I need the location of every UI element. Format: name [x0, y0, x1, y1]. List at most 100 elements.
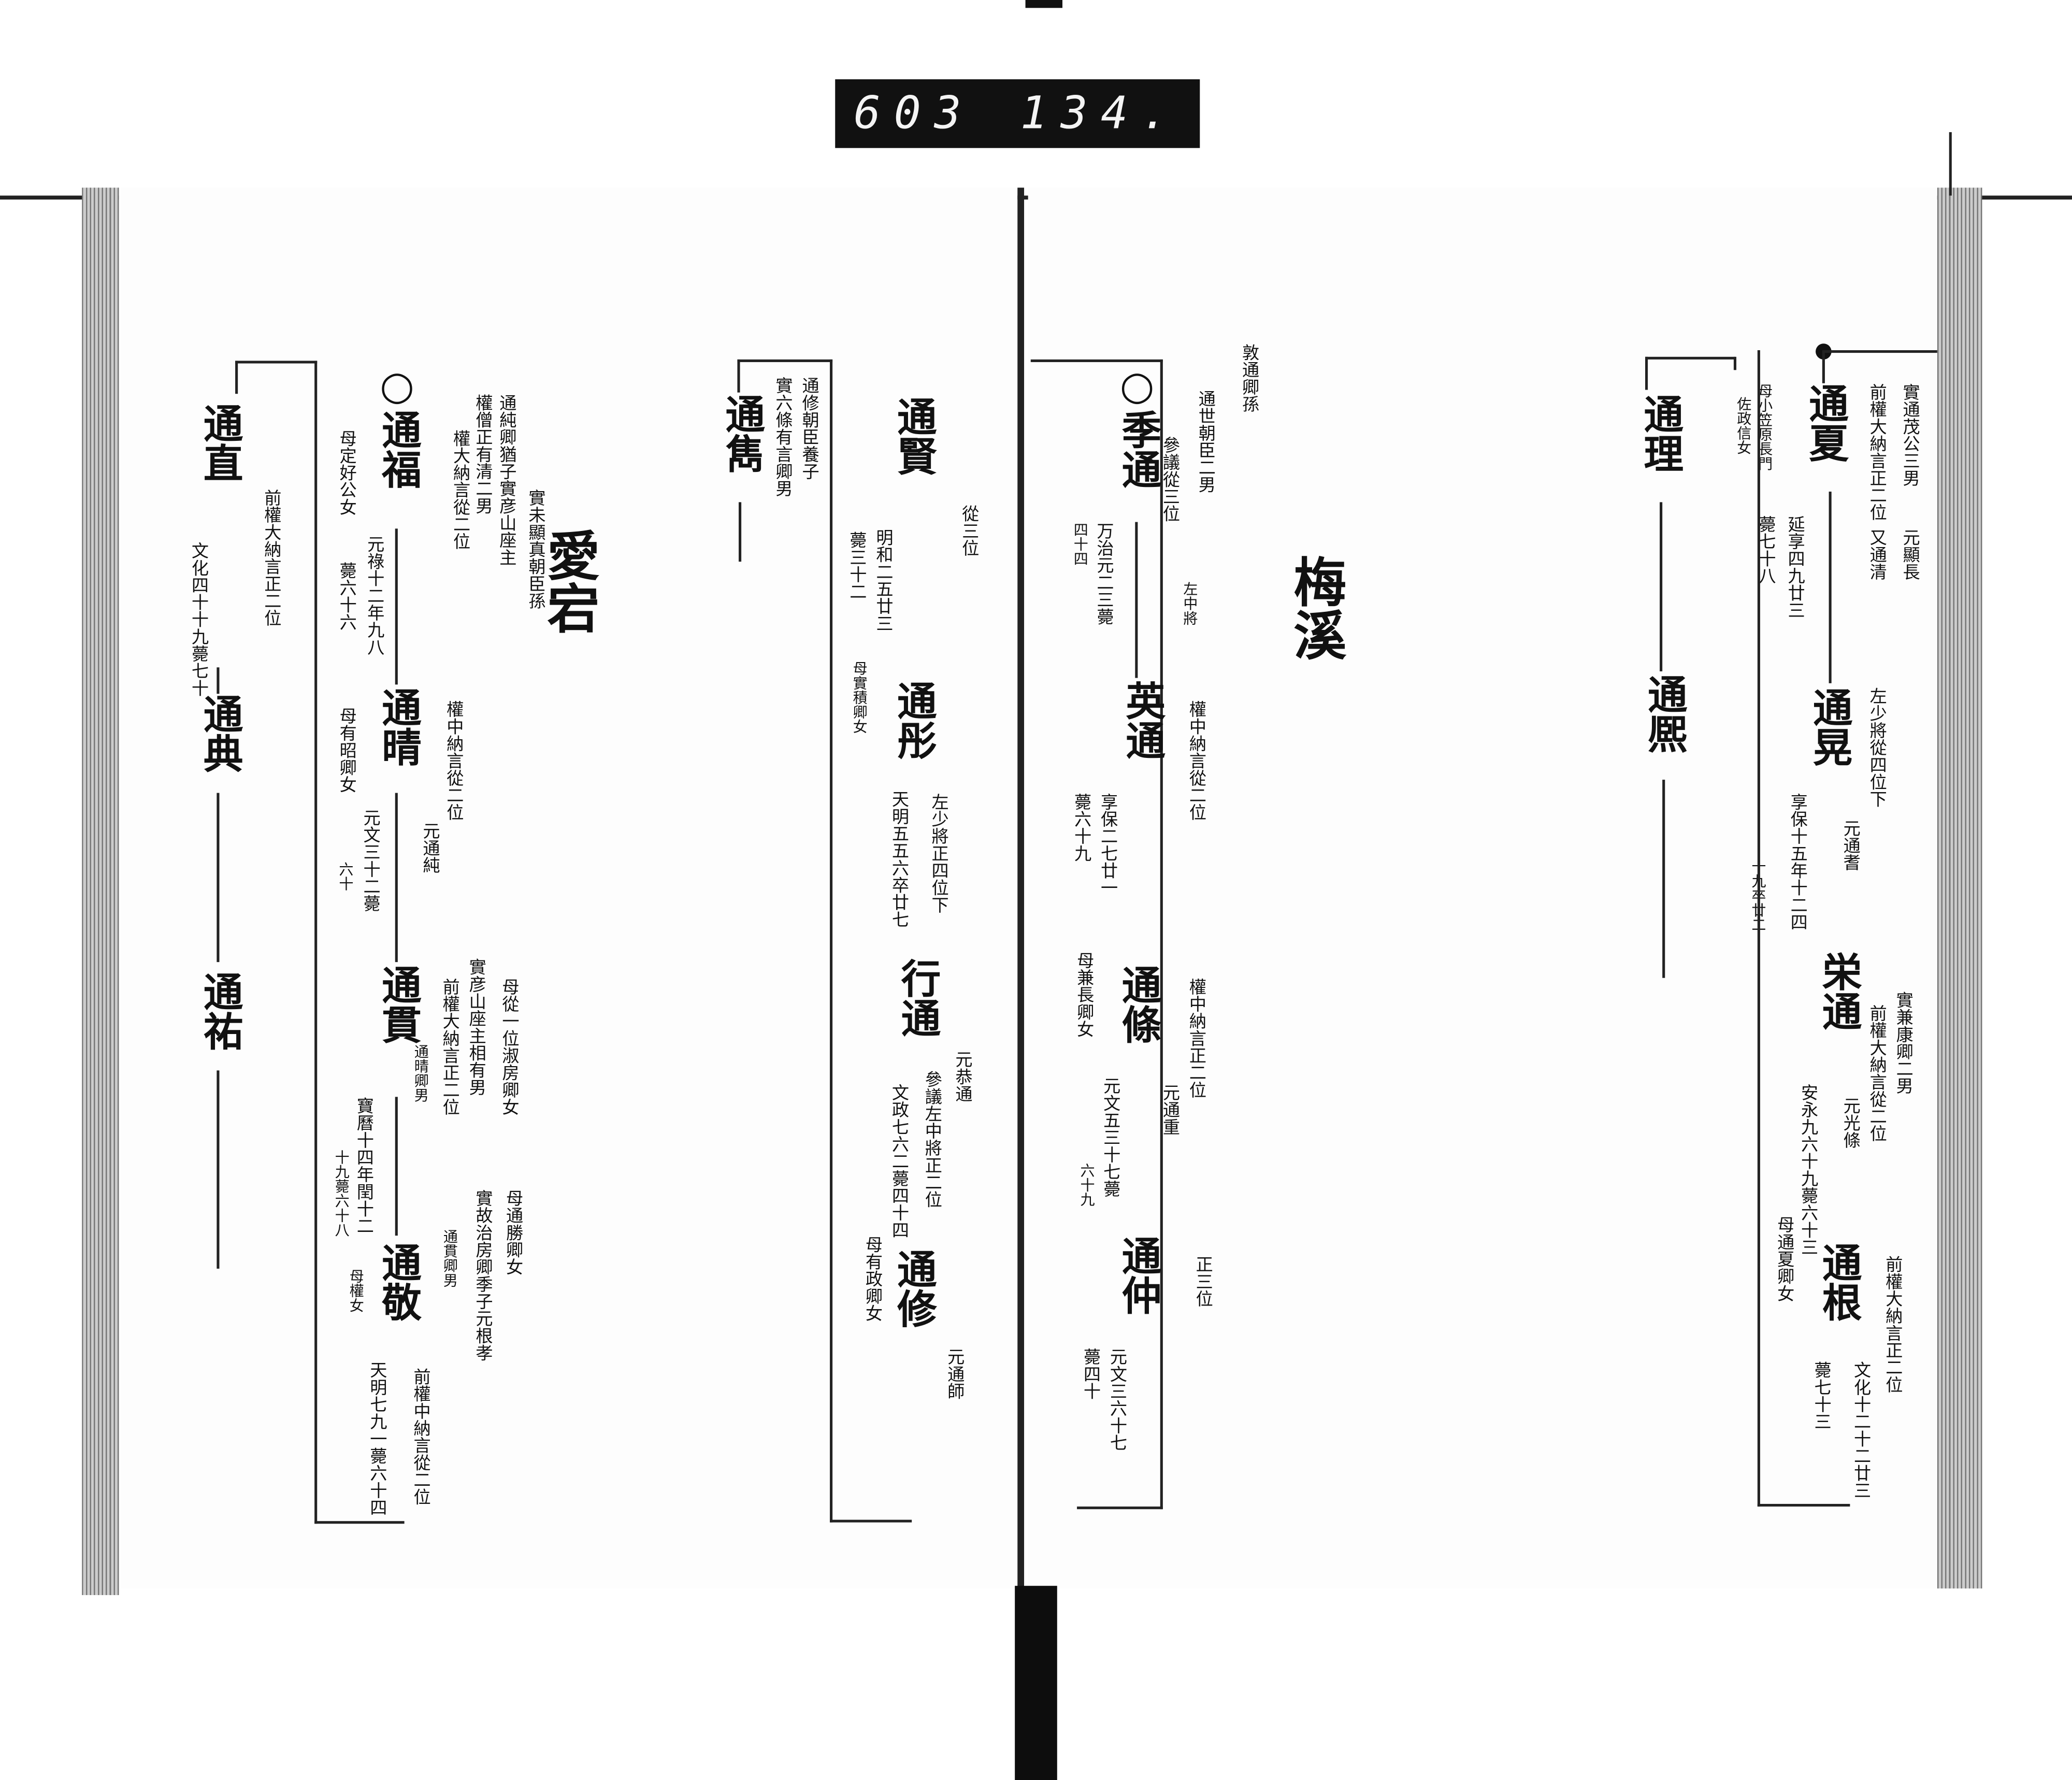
- person-name: 通修: [889, 1248, 936, 1328]
- right-margin-line: [1949, 132, 1952, 196]
- spine-bar: [1015, 1586, 1057, 1780]
- death-date: 延享四九廿三: [1783, 515, 1804, 619]
- rank: 前權大納言正二位: [260, 489, 280, 627]
- death-date: 天明七九一薨六十四: [366, 1361, 386, 1516]
- lineage-line: [217, 667, 220, 694]
- death-date: 文政七六二薨四十四: [888, 1083, 908, 1239]
- person-name: 通條: [1114, 965, 1160, 1044]
- mother: 母通夏卿女: [1773, 1215, 1793, 1302]
- death-date: 寶曆十四年閏十二: [353, 1097, 373, 1234]
- age: 六十九: [1078, 1162, 1096, 1207]
- lineage-line: [1660, 502, 1663, 671]
- person-name: 栄通: [1814, 951, 1861, 1031]
- person-name: 通夏: [1801, 383, 1848, 463]
- age: 十九薨六十八: [333, 1150, 351, 1237]
- death-date: 万治元二三薨: [1092, 522, 1113, 625]
- bracket-bottom: [830, 1519, 912, 1523]
- mother: 母通勝卿女: [502, 1189, 522, 1275]
- note: 敦通卿孫: [1238, 343, 1258, 412]
- person-name: 通仲: [1114, 1236, 1160, 1315]
- person-name: ○季通: [1114, 363, 1160, 489]
- death-date: 元祿十二年九八: [363, 535, 383, 656]
- rank: 從三位: [958, 505, 978, 556]
- bracket-side: [314, 361, 318, 1524]
- lineage-line: [217, 793, 220, 963]
- death-date: 享保十五年十二四: [1786, 793, 1807, 930]
- bracket-bottom: [1757, 1504, 1850, 1507]
- father: 通晴卿男: [412, 1044, 430, 1102]
- person-name: 行通: [893, 958, 940, 1038]
- family-title-umetani: 梅溪: [1284, 555, 1347, 661]
- left-page: [119, 188, 1018, 1589]
- rank: 正三位: [1192, 1255, 1212, 1307]
- death-date: 元文三十二薨: [359, 809, 380, 912]
- note: 實彦山座主相有男: [465, 958, 485, 1096]
- rank: 前權大納言正二位: [438, 978, 459, 1116]
- death-date: 元文三六十七: [1106, 1348, 1126, 1451]
- bracket-top: [1645, 356, 1735, 360]
- father: 通貫卿男: [441, 1229, 459, 1287]
- person-name: 通直: [195, 403, 242, 483]
- person-name: 通晴: [373, 687, 421, 767]
- age: 薨六十六: [335, 562, 356, 630]
- mother: 母有政卿女: [861, 1236, 882, 1322]
- mother: 母從一位淑房卿女: [498, 978, 518, 1116]
- lineage-line: [395, 793, 398, 963]
- lineage-line: [1662, 780, 1665, 978]
- former-name: 元通純: [419, 822, 439, 874]
- rank: 權中納言從二位: [442, 700, 463, 821]
- frame-number-right: 134.: [1020, 87, 1182, 140]
- rank: 左少將正四位下: [927, 793, 948, 913]
- person-name: 通彤: [889, 680, 936, 760]
- death-date: 元文五三十七薨: [1099, 1077, 1119, 1198]
- person-name: 通賢: [889, 396, 936, 476]
- spine-line: [1017, 188, 1025, 1589]
- rank: 前權大納言正二位: [1866, 383, 1886, 521]
- person-name: 通祐: [195, 971, 242, 1051]
- top-mark: [1025, 0, 1063, 8]
- bracket-top: [1030, 359, 1163, 362]
- rank: 參議左中將正二位: [921, 1070, 941, 1208]
- bracket-top: [1823, 350, 1937, 353]
- rank: 前權中納言從二位: [409, 1368, 430, 1505]
- former-name: 又通清: [1866, 528, 1886, 580]
- lineage-line: [1829, 491, 1832, 683]
- bracket-top: [737, 359, 833, 362]
- mother: 母有昭卿女: [335, 707, 356, 793]
- note: 實未顯真朝臣孫: [524, 489, 545, 610]
- bracket-side: [1160, 359, 1163, 1510]
- bracket-top: [235, 361, 318, 364]
- family-title-atago: 愛宕: [538, 528, 600, 635]
- rank: 前權大納言從二位: [1866, 1004, 1886, 1142]
- note: 權僧正有清二男: [471, 394, 492, 514]
- rank: 權中納言從二位: [1185, 700, 1205, 821]
- age: 薨七十三: [1810, 1361, 1831, 1430]
- person-name: ○通福: [373, 363, 421, 489]
- bracket-drop: [737, 359, 740, 393]
- note: 通世朝臣二男: [1195, 390, 1215, 493]
- former-name: 元恭通: [951, 1051, 971, 1102]
- right-page-edge: [1937, 188, 1982, 1589]
- age: 六十: [337, 862, 354, 891]
- note: 實兼康卿二男: [1892, 991, 1912, 1095]
- death-date: 文化十二十二廿三: [1850, 1361, 1870, 1499]
- death-date: 天明五五六卒廿七: [888, 790, 908, 928]
- former-name: 元光條: [1839, 1097, 1860, 1149]
- lineage-line: [1822, 350, 1825, 383]
- rank: 權中納言正二位: [1185, 978, 1205, 1098]
- bracket-drop: [1645, 356, 1648, 390]
- death-date: 安永九六十九薨六十三: [1797, 1083, 1817, 1256]
- person-name: 通根: [1814, 1242, 1861, 1322]
- death-date: 明和二五廿三: [872, 528, 892, 632]
- note: 實通茂公三男: [1898, 383, 1919, 486]
- rank: 權大納言從二位: [449, 429, 469, 550]
- death-date: 文化四十十九薨七十: [188, 541, 208, 697]
- bracket-bottom: [314, 1521, 405, 1524]
- person-name: 英通: [1118, 680, 1164, 760]
- left-page-edge: [82, 188, 119, 1596]
- lineage-line: [1135, 522, 1138, 678]
- lineage-line: [395, 1097, 398, 1236]
- person-name: 通典: [195, 694, 242, 773]
- rank: 前權大納言正二位: [1881, 1255, 1902, 1393]
- right-page: [1028, 188, 1937, 1589]
